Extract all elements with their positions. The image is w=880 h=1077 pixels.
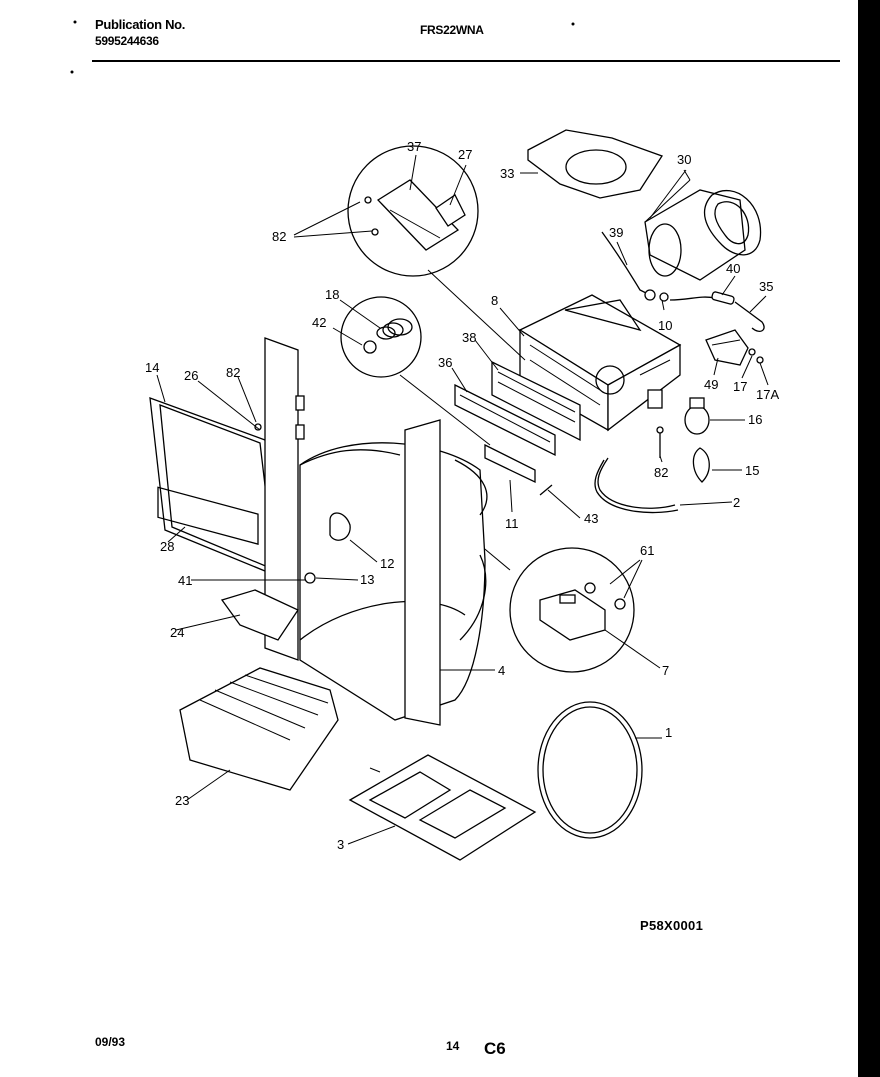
part-38-panel <box>491 360 581 442</box>
callout-27: 27 <box>458 147 472 162</box>
leader-lines <box>156 154 769 845</box>
callout-2: 2 <box>733 495 740 510</box>
part-1-gasket <box>537 701 662 839</box>
model-number: FRS22WNA <box>420 23 484 37</box>
callout-24: 24 <box>170 625 184 640</box>
callout-7: 7 <box>662 663 669 678</box>
callout-82b: 82 <box>226 365 240 380</box>
callout-33: 33 <box>500 166 514 181</box>
callout-28: 28 <box>160 539 174 554</box>
section-code: C6 <box>484 1039 506 1058</box>
page-number: 14 <box>446 1039 460 1053</box>
part-12-clip <box>329 512 351 541</box>
callout-82c: 82 <box>654 465 668 480</box>
part-14-front-panel <box>149 397 283 580</box>
part-23-tray <box>179 667 339 791</box>
callout-16: 16 <box>748 412 762 427</box>
callout-35: 35 <box>759 279 773 294</box>
callout-38: 38 <box>462 330 476 345</box>
header-rule <box>92 60 840 62</box>
detail-circle-switch <box>479 544 635 673</box>
part-4-chute <box>299 419 495 726</box>
publication-number: 5995244636 <box>95 34 159 48</box>
exploded-view-drawing: 37 27 33 30 82 39 40 35 18 42 8 10 38 49… <box>70 20 779 861</box>
publication-label: Publication No. <box>95 17 186 32</box>
callout-37: 37 <box>407 139 421 154</box>
callout-8: 8 <box>491 293 498 308</box>
callout-41: 41 <box>178 573 192 588</box>
callout-18: 18 <box>325 287 339 302</box>
part-3-heater <box>348 754 537 861</box>
callout-49: 49 <box>704 377 718 392</box>
callout-82a: 82 <box>272 229 286 244</box>
revision-date: 09/93 <box>95 1035 126 1049</box>
parts-diagram-page: Publication No. 5995244636 FRS22WNA <box>0 0 858 1077</box>
detail-circle-top <box>347 145 526 361</box>
part-33-plate <box>520 129 663 199</box>
part-8-housing <box>518 294 682 432</box>
part-11-bracket <box>484 443 536 484</box>
part-2-harness <box>597 457 676 509</box>
callout-26: 26 <box>184 368 198 383</box>
callout-15: 15 <box>745 463 759 478</box>
callout-30: 30 <box>677 152 691 167</box>
callout-17a: 17A <box>756 387 779 402</box>
callout-1: 1 <box>665 725 672 740</box>
callout-42: 42 <box>312 315 326 330</box>
callout-14: 14 <box>145 360 159 375</box>
detail-circle-spring <box>340 296 491 446</box>
callout-36: 36 <box>438 355 452 370</box>
callout-labels: 37 27 33 30 82 39 40 35 18 42 8 10 38 49… <box>145 139 779 852</box>
callout-39: 39 <box>609 225 623 240</box>
part-39-wire <box>601 231 651 296</box>
callout-61: 61 <box>640 543 654 558</box>
part-36-plate <box>454 383 556 457</box>
callout-4: 4 <box>498 663 505 678</box>
callout-23: 23 <box>175 793 189 808</box>
callout-13: 13 <box>360 572 374 587</box>
diagram-code: P58X0001 <box>640 918 704 933</box>
callout-12: 12 <box>380 556 394 571</box>
callout-17: 17 <box>733 379 747 394</box>
callout-40: 40 <box>726 261 740 276</box>
callout-11: 11 <box>505 516 519 531</box>
callout-3: 3 <box>337 837 344 852</box>
part-24-paddle <box>220 589 299 641</box>
callout-43: 43 <box>584 511 598 526</box>
part-30-duct <box>644 169 762 281</box>
callout-10: 10 <box>658 318 672 333</box>
